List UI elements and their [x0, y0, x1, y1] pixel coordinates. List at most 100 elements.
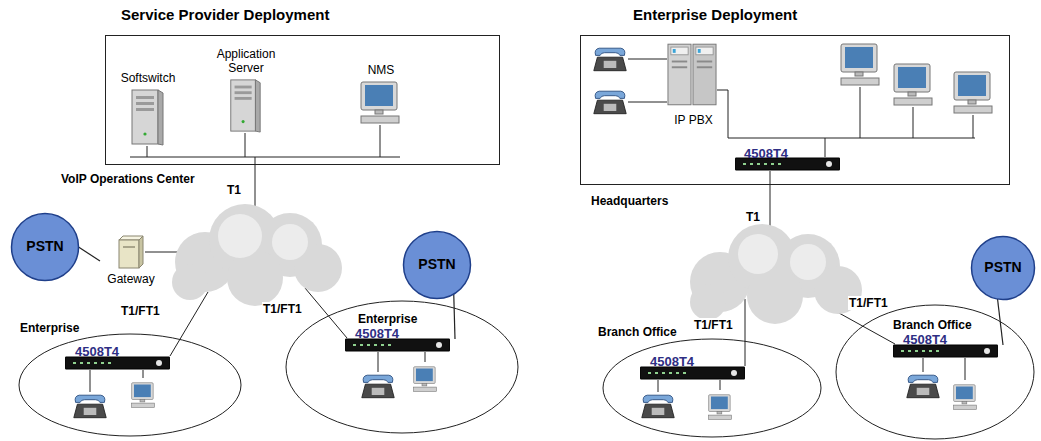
- site-outline: [602, 338, 822, 438]
- t1-link: [745, 299, 746, 366]
- server-icon: [132, 90, 163, 145]
- node-label: 4508T4: [75, 344, 119, 360]
- wire: [90, 370, 91, 392]
- node-label: Enterprise: [358, 312, 417, 326]
- wire: [380, 125, 381, 157]
- node-label: PSTN: [10, 238, 80, 255]
- wire: [720, 380, 721, 390]
- wire: [245, 133, 246, 157]
- node-label: PSTN: [402, 256, 472, 273]
- node-label: 4508T4: [650, 354, 694, 370]
- node-label: Gateway: [100, 272, 162, 286]
- workstation-icon: [414, 367, 437, 392]
- workstation-icon: [361, 82, 399, 123]
- workstation-icon: [954, 385, 977, 410]
- link-label: T1/FT1: [693, 318, 734, 332]
- node-label: 4508T4: [903, 332, 947, 348]
- wire: [825, 138, 826, 157]
- node-label: Headquarters: [591, 194, 668, 208]
- panel-title: Enterprise Deployment: [632, 6, 798, 24]
- network-cloud: [172, 204, 342, 306]
- wire: [145, 252, 179, 253]
- wire: [658, 380, 659, 392]
- branch-office-site: Branch Office4508T4: [835, 304, 1035, 440]
- wire: [717, 90, 728, 138]
- enterprise-site: Enterprise4508T4: [18, 333, 242, 437]
- t1-link: [770, 171, 771, 227]
- link-label: T1/FT1: [262, 302, 303, 316]
- phone-icon: [594, 48, 626, 70]
- site-ellipse: [286, 301, 518, 433]
- workstation-icon: [132, 383, 155, 408]
- pstn-circle: PSTN: [10, 212, 80, 282]
- softswitch-server: Softswitch: [113, 71, 183, 151]
- lan-bus: [130, 157, 400, 158]
- workstation-icon: [954, 72, 992, 113]
- workstation-icon: [709, 395, 732, 420]
- phone-icon: [907, 375, 939, 398]
- node-label: Enterprise: [20, 321, 79, 335]
- lan-bus: [728, 138, 975, 139]
- site-outline: [18, 333, 242, 437]
- node-label: IP PBX: [661, 113, 726, 127]
- node-label: Softswitch: [113, 71, 183, 85]
- node-label: VoIP Operations Center: [61, 172, 195, 186]
- pstn-circle: PSTN: [402, 230, 472, 300]
- wire: [378, 352, 379, 372]
- wire: [425, 352, 426, 362]
- wire: [973, 115, 974, 138]
- site-ellipse: [603, 339, 821, 437]
- link-label: T1: [226, 183, 242, 197]
- access-device: 4508T4: [893, 330, 1003, 360]
- access-device: 4508T4: [65, 342, 175, 372]
- application-server: Application Server: [206, 47, 286, 135]
- gateway-icon: [119, 236, 143, 268]
- workstation-icon: [894, 64, 932, 105]
- wire: [143, 370, 144, 378]
- t1-link: [305, 288, 347, 338]
- gateway-device: Gateway: [100, 232, 162, 290]
- network-cloud: [690, 224, 862, 324]
- node-label: NMS: [353, 63, 409, 77]
- wire: [628, 59, 667, 60]
- node-label: 4508T4: [355, 326, 399, 342]
- site-ellipse: [19, 334, 241, 436]
- node-label: Branch Office: [598, 325, 677, 339]
- access-device: 4508T4: [736, 144, 846, 174]
- ip-pbx-server: IP PBX: [661, 41, 726, 129]
- phone-icon: [642, 395, 674, 418]
- node-label: PSTN: [970, 259, 1036, 276]
- wire: [965, 358, 966, 380]
- phone-icon: [362, 375, 394, 398]
- node-label: Application Server: [206, 47, 286, 76]
- access-device: 4508T4: [345, 324, 455, 354]
- headquarters-box: HeadquartersIP PBX4508T4: [580, 35, 1010, 185]
- pbx-icon: [668, 44, 716, 105]
- enterprise-site: Enterprise4508T4: [285, 300, 519, 434]
- server-icon: [231, 80, 260, 132]
- panel-title: Service Provider Deployment: [120, 6, 330, 24]
- site-ellipse: [836, 305, 1034, 439]
- branch-office-site: Branch Office4508T4: [602, 338, 822, 438]
- access-device: 4508T4: [640, 352, 750, 382]
- nms-workstation: NMS: [353, 63, 409, 127]
- phone-icon: [594, 91, 626, 114]
- link-line: [454, 294, 455, 339]
- wire: [147, 146, 148, 157]
- link-line: [79, 247, 101, 261]
- wire: [628, 102, 667, 103]
- node-label: 4508T4: [744, 146, 788, 162]
- node-label: Branch Office: [893, 318, 972, 332]
- workstation-icon: [841, 44, 879, 85]
- wire: [860, 87, 861, 138]
- link-label: T1: [745, 210, 761, 224]
- pstn-circle: PSTN: [970, 235, 1036, 301]
- link-label: T1/FT1: [848, 296, 889, 310]
- wire: [913, 107, 914, 138]
- link-label: T1/FT1: [120, 304, 161, 318]
- phone-icon: [74, 395, 106, 418]
- operations-center-box: VoIP Operations CenterSoftswitchApplicat…: [105, 35, 500, 165]
